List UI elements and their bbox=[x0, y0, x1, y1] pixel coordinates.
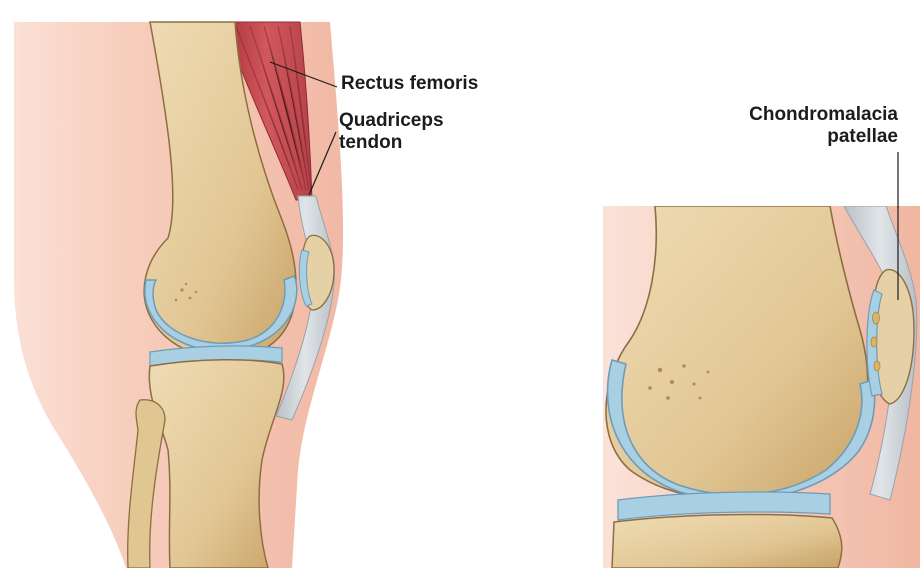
left-knee-illustration bbox=[14, 22, 343, 568]
quadriceps-tendon-label-line1: Quadriceps bbox=[339, 110, 444, 132]
chondromalacia-label-line1: Chondromalacia bbox=[690, 104, 898, 126]
quadriceps-tendon-label-line2: tendon bbox=[339, 132, 444, 154]
quadriceps-tendon-label: Quadriceps tendon bbox=[339, 110, 444, 154]
closeup-illustration bbox=[603, 150, 920, 568]
closeup-tibia-bone bbox=[612, 515, 842, 568]
rectus-femoris-label: Rectus femoris bbox=[341, 73, 478, 95]
chondromalacia-label-line2: patellae bbox=[690, 126, 898, 148]
chondromalacia-patellae-label: Chondromalacia patellae bbox=[690, 104, 898, 148]
